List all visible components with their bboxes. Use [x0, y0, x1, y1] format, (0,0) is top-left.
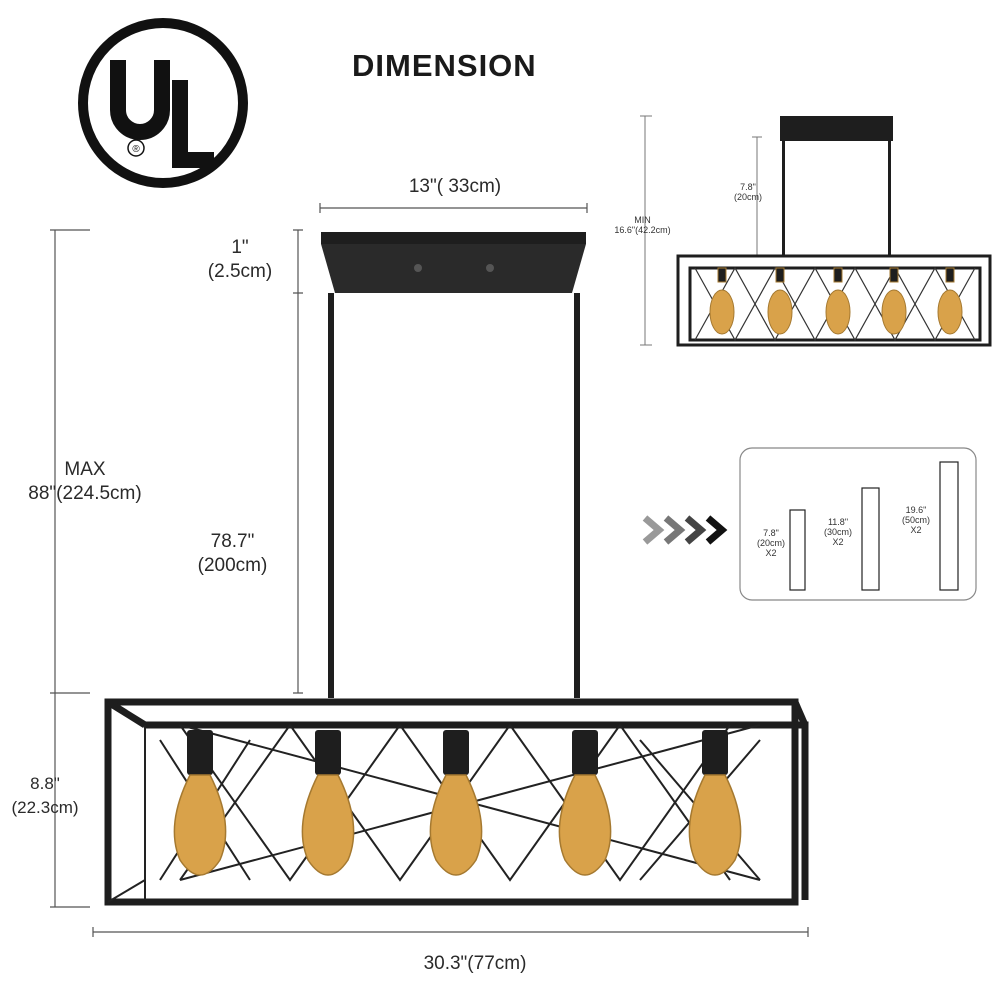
chevron-right-icon	[642, 515, 728, 545]
main-fixture	[104, 232, 809, 906]
bulbs	[173, 730, 742, 876]
rods-box	[739, 447, 977, 601]
canopy-height-label: 1" (2.5cm)	[207, 237, 273, 282]
canopy-width-label: 13"( 33cm)	[408, 176, 502, 197]
dimension-lines	[50, 203, 809, 937]
inset-min-height	[640, 115, 992, 347]
rod-medium-label: 11.8" (30cm) X2	[823, 517, 852, 547]
page-title: DIMENSION	[352, 48, 537, 83]
registered-mark: ®	[132, 144, 140, 155]
rod-short-label: 7.8" (20cm) X2	[756, 528, 785, 558]
inset-min-label: MIN 16.6"(42.2cm)	[614, 215, 671, 235]
rod-length-label: 78.7" (200cm)	[197, 531, 268, 576]
max-height-label: MAX 88"(224.5cm)	[28, 459, 142, 504]
body-width-label: 30.3"(77cm)	[423, 953, 527, 974]
rod-long-label: 19.6" (50cm) X2	[901, 505, 930, 535]
inset-rod-label: 7.8" (20cm)	[733, 182, 762, 202]
ul-logo: ®	[78, 18, 248, 188]
body-height-label: 8.8" (22.3cm)	[11, 774, 79, 817]
